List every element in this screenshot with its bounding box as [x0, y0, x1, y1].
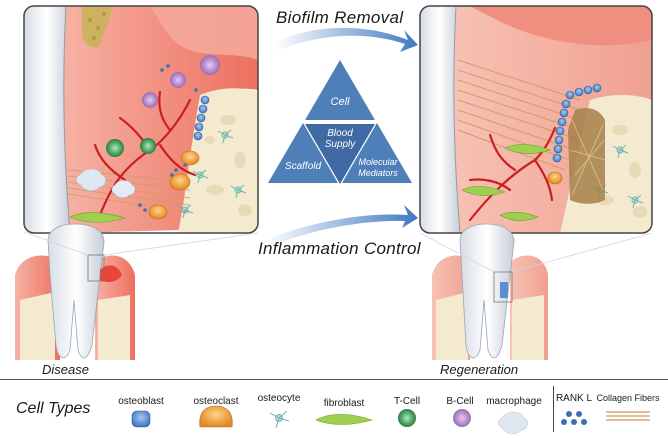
t-cell-icon [398, 409, 416, 427]
disease-panel [24, 6, 258, 233]
blood-line-1: Blood [327, 128, 353, 139]
disease-label: Disease [42, 362, 89, 377]
regeneration-tooth-illustration [419, 223, 653, 360]
fibroblast-icon [315, 414, 373, 425]
triangle-scaffold-label: Scaffold [284, 161, 322, 172]
legend-separator [553, 386, 554, 432]
inflammation-control-label: Inflammation Control [258, 239, 421, 258]
osteoclast-icon [199, 405, 233, 428]
legend-collagen-fibers-label: Collagen Fibers [596, 393, 660, 403]
supply-line-2: Supply [324, 139, 356, 150]
triangle-molecular-mediators-label: Molecular Mediators [350, 157, 406, 179]
mediators-line-2: Mediators [358, 168, 398, 178]
rank-l-icon [561, 411, 587, 425]
legend-fibroblast-label: fibroblast [323, 398, 365, 409]
biofilm-removal-arrow [275, 27, 418, 52]
legend-macrophage-label: macrophage [486, 396, 542, 407]
regeneration-triangle [268, 60, 412, 184]
triangle-blood-supply-label: Blood Supply [318, 128, 362, 150]
regeneration-panel [420, 6, 652, 233]
legend-osteocyte-label: osteocyte [257, 393, 301, 404]
collagen-fibers-icon [606, 411, 650, 421]
osteoblast-icon [131, 410, 151, 428]
legend-osteoclast-label: osteoclast [193, 396, 239, 407]
osteocyte-icon [269, 410, 290, 429]
legend-osteoblast-label: osteoblast [118, 396, 164, 407]
triangle-cell-label: Cell [330, 96, 350, 108]
legend-t-cell-label: T-Cell [393, 396, 421, 407]
macrophage-icon [498, 411, 528, 434]
b-cell-icon [453, 409, 471, 427]
molecular-line-1: Molecular [358, 157, 398, 167]
biofilm-removal-label: Biofilm Removal [276, 8, 404, 27]
legend-title: Cell Types [16, 400, 91, 417]
legend-b-cell-label: B-Cell [446, 396, 474, 407]
legend-rank-l-label: RANK L [555, 393, 593, 404]
legend-icons [131, 405, 650, 434]
regeneration-label: Regeneration [440, 362, 519, 377]
disease-tooth-illustration [15, 223, 259, 360]
inflammation-control-arrow [265, 205, 418, 248]
legend-divider [0, 379, 668, 380]
